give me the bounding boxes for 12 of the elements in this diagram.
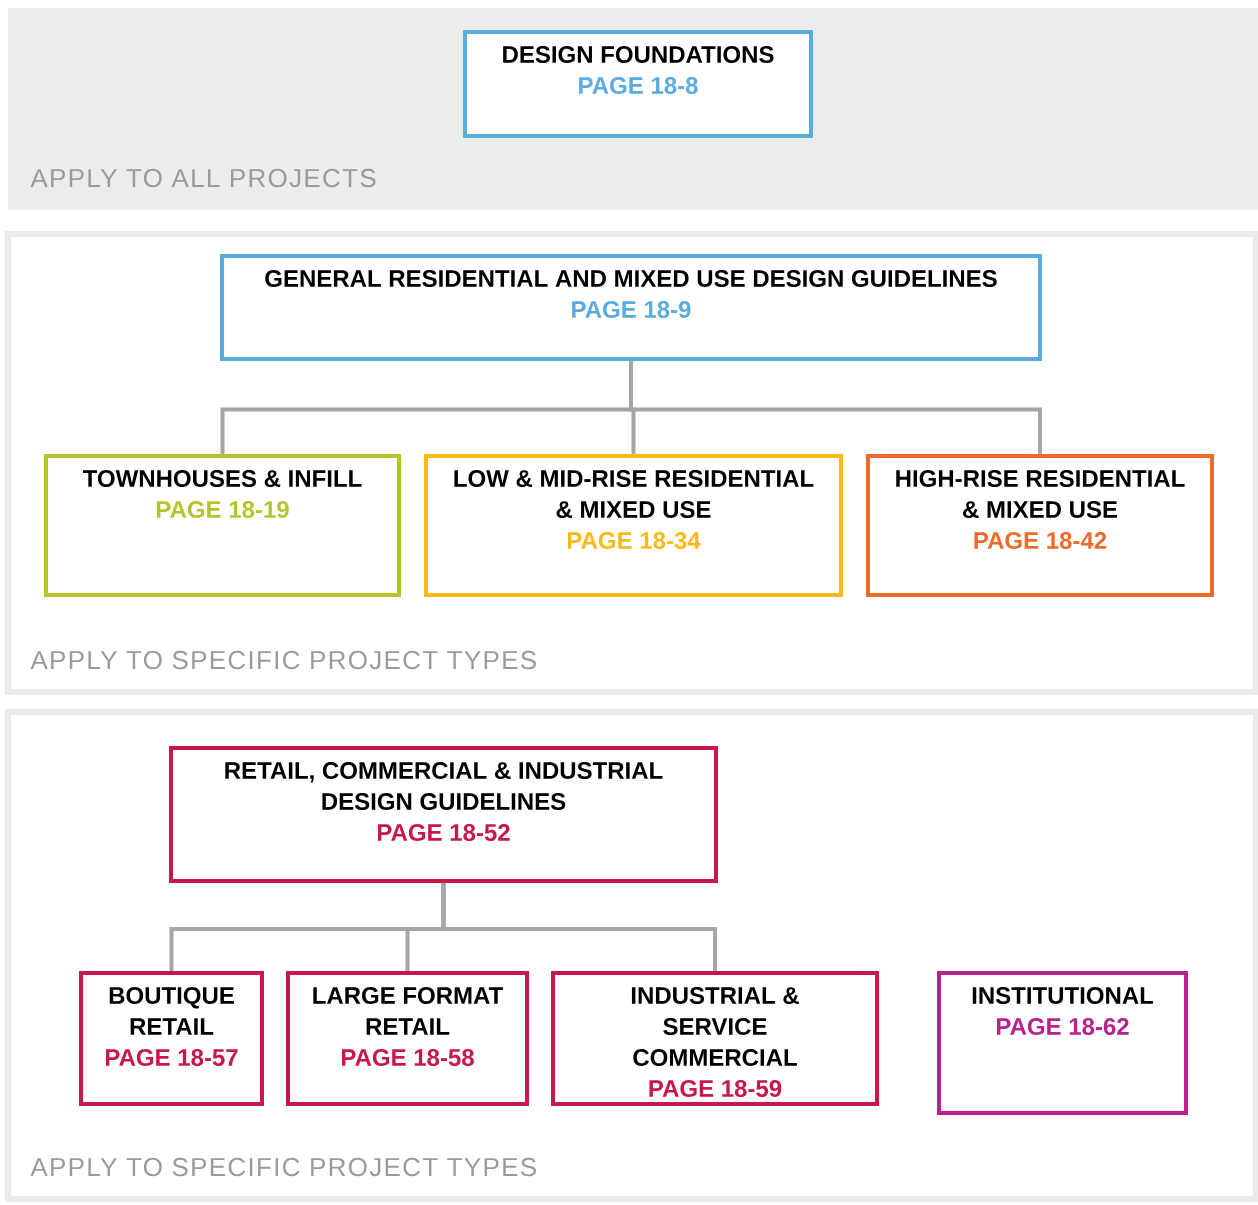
guideline-box: LARGE FORMAT RETAIL PAGE 18-58	[286, 971, 529, 1106]
guideline-box: DESIGN FOUNDATIONS PAGE 18-8	[463, 30, 813, 138]
guideline-box: INSTITUTIONAL PAGE 18-62	[937, 971, 1188, 1115]
guideline-box: BOUTIQUE RETAIL PAGE 18-57	[79, 971, 264, 1106]
guideline-box: GENERAL RESIDENTIAL AND MIXED USE DESIGN GUIDELINES PAGE 18-9	[220, 254, 1042, 361]
connector-line	[441, 883, 717, 971]
guideline-box: RETAIL, COMMERCIAL & INDUSTRIAL DESIGN GUIDELINES PAGE 18-52	[169, 746, 718, 883]
guideline-box: TOWNHOUSES & INFILL PAGE 18-19	[44, 454, 401, 597]
guideline-box: HIGH-RISE RESIDENTIAL & MIXED USE PAGE 18-42	[866, 454, 1214, 597]
guideline-box: LOW & MID-RISE RESIDENTIAL & MIXED USE PAGE 18-34	[424, 454, 843, 597]
connector-line	[629, 361, 1042, 454]
guideline-box: INDUSTRIAL & SERVICE COMMERCIAL PAGE 18-59	[551, 971, 879, 1106]
